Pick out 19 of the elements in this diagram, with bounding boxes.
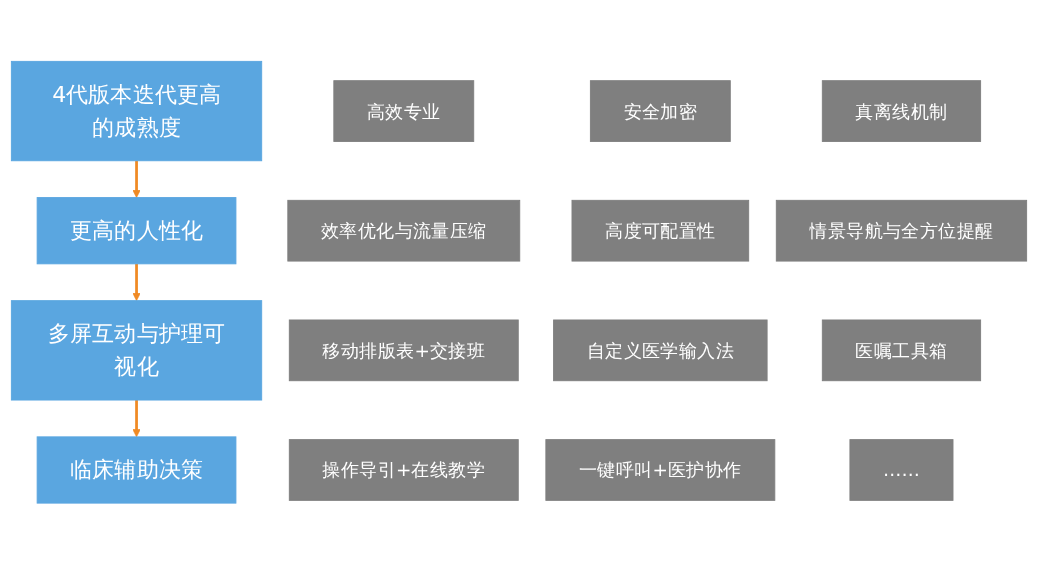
node-box: 安全加密 (589, 80, 731, 143)
arrow (132, 400, 141, 438)
node-box: 多屏互动与护理可视化 (10, 300, 263, 401)
node-box: 一键呼叫+医护协作 (545, 439, 776, 502)
node-box: 高效专业 (333, 80, 475, 143)
node-box: 临床辅助决策 (36, 436, 237, 504)
node-box: 情景导航与全方位提醒 (775, 200, 1028, 262)
node-box: 移动排版表+交接班 (288, 319, 519, 382)
node-box: 医嘱工具箱 (821, 319, 982, 382)
node-box: 效率优化与流量压缩 (287, 200, 521, 262)
arrow (132, 161, 141, 199)
node-box: 4代版本迭代更高的成熟度 (10, 61, 263, 162)
node-box: 更高的人性化 (36, 197, 237, 265)
node-box: 自定义医学输入法 (553, 319, 768, 382)
node-box: 操作导引+在线教学 (288, 439, 519, 502)
node-box: 真离线机制 (821, 80, 982, 143)
node-box: 高度可配置性 (571, 200, 750, 262)
arrow (132, 264, 141, 302)
node-box: …… (849, 439, 954, 502)
